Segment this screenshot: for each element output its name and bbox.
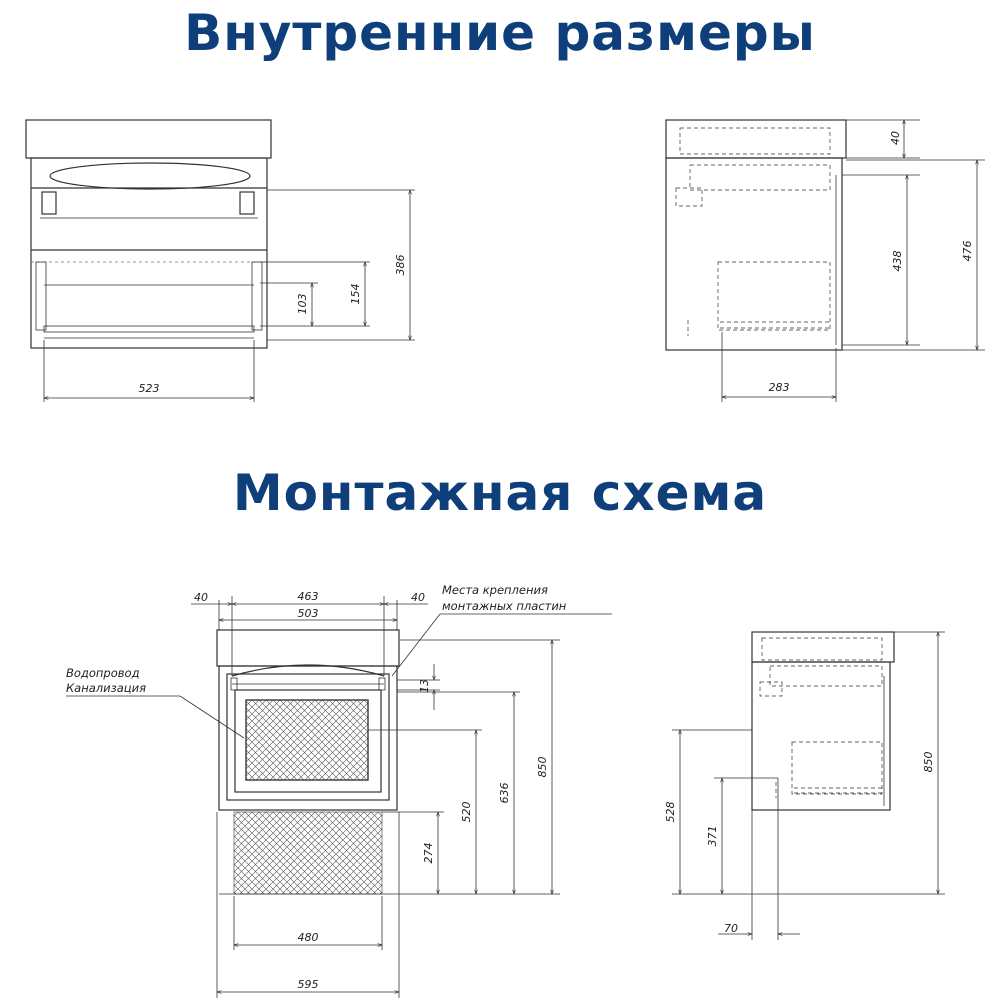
dim-mount-side-528: 528	[664, 802, 677, 823]
dim-side-top-40: 40	[889, 131, 902, 145]
dim-mount-13: 13	[418, 679, 431, 693]
dim-mount-274: 274	[422, 843, 435, 864]
dim-mount-480: 480	[298, 931, 319, 944]
dim-mount-offset-right: 40	[411, 591, 425, 604]
mounting-side-dimensions	[672, 632, 945, 940]
dim-mount-side-70: 70	[724, 922, 738, 935]
internal-front-view	[25, 119, 272, 349]
dim-side-476: 476	[961, 241, 974, 262]
dim-mount-463: 463	[298, 590, 319, 603]
dim-internal-154: 154	[349, 284, 362, 305]
dim-internal-103: 103	[296, 294, 309, 315]
dim-mount-595: 595	[298, 978, 319, 991]
dim-side-438: 438	[891, 251, 904, 272]
internal-side-view	[665, 119, 847, 351]
label-plates-line1: Места крепления	[442, 583, 548, 597]
label-plates-line2: монтажных пластин	[442, 599, 567, 613]
dim-side-depth-283: 283	[769, 381, 790, 394]
dim-mount-offset-left: 40	[194, 591, 208, 604]
mounting-front-dimensions	[191, 596, 560, 998]
mounting-front-view	[216, 629, 400, 895]
label-sewer: Канализация	[66, 681, 146, 695]
dim-mount-side-371: 371	[706, 826, 719, 847]
mounting-side-view	[751, 631, 895, 811]
internal-front-dimensions	[44, 190, 415, 402]
title-internal-dimensions: Внутренние размеры	[184, 4, 816, 62]
dim-mount-side-850: 850	[922, 752, 935, 773]
dim-internal-width: 523	[139, 382, 160, 395]
title-mounting-scheme: Монтажная схема	[232, 464, 768, 522]
dim-mount-636: 636	[498, 783, 511, 804]
dim-internal-386: 386	[394, 255, 407, 276]
dim-mount-520: 520	[460, 802, 473, 823]
callout-leaders	[66, 613, 612, 739]
dim-mount-503: 503	[298, 607, 319, 620]
internal-side-dimensions	[722, 120, 985, 402]
label-water-supply: Водопровод	[66, 666, 140, 680]
dim-mount-850: 850	[536, 757, 549, 778]
